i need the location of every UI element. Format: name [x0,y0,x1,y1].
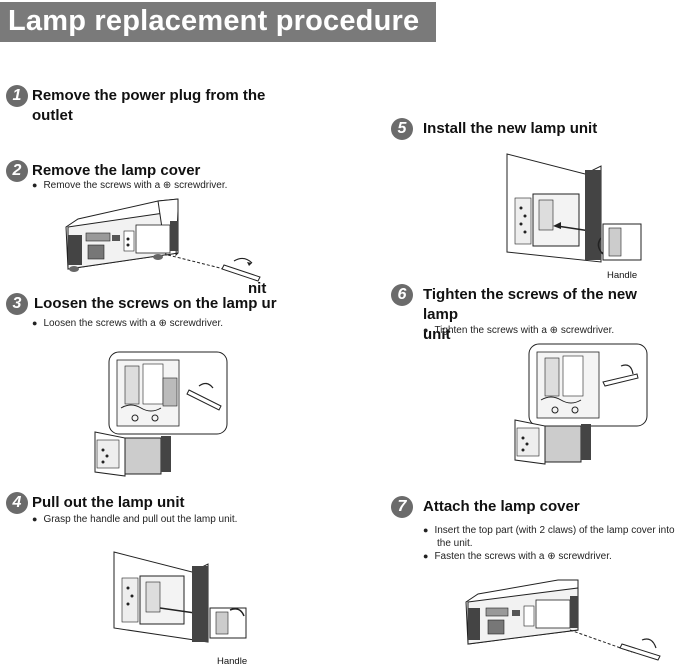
step-bullet: ●Fasten the screws with a ⊕ screwdriver. [423,551,612,562]
step-number-badge: 2 [6,160,28,182]
step-title: Install the new lamp unit [423,120,598,137]
step-number-badge: 4 [6,492,28,514]
step-bullet: ●Insert the top part (with 2 claws) of t… [423,525,675,536]
step-title-overflow-fragment: nit [248,280,267,297]
step-number-badge: 1 [6,85,28,107]
step-3: 3 Loosen the screws on the lamp ur ●Loos… [6,293,296,333]
step-title: Attach the lamp cover [423,498,580,515]
step-bullet: ●Remove the screws with a ⊕ screwdriver. [32,180,228,191]
step-title: Loosen the screws on the lamp ur [34,295,277,312]
handle-label: Handle [607,270,638,281]
step-5: 5 Install the new lamp unit [391,118,671,142]
projector-front-illustration [65,198,261,282]
pull-out-lamp-illustration [113,551,247,643]
step-title: Remove the lamp cover [32,162,201,179]
lamp-screw-illustration [94,351,228,477]
header-banner: Lamp replacement procedure [0,2,436,42]
step-number-badge: 3 [6,293,28,315]
step-bullet: ●Tighten the screws with a ⊕ screwdriver… [423,325,615,336]
page-title: Lamp replacement procedure [8,5,420,37]
step-bullet: ●Grasp the handle and pull out the lamp … [32,514,238,525]
step-7: 7 Attach the lamp cover ●Insert the top … [391,496,676,566]
tighten-screws-illustration [514,343,648,465]
step-title-line: Remove the power plug from the [32,87,266,104]
step-number-badge: 5 [391,118,413,140]
attach-cover-illustration [465,579,661,661]
step-1: 1 Remove the power plug from the outlet [6,85,306,129]
step-bullet-continuation: the unit. [437,538,473,549]
step-2: 2 Remove the lamp cover ●Remove the scre… [6,160,306,200]
step-title-line: outlet [32,107,73,124]
step-bullet: ●Loosen the screws with a ⊕ screwdriver. [32,318,223,329]
step-title: Pull out the lamp unit [32,494,185,511]
install-lamp-illustration [506,153,642,263]
step-number-badge: 7 [391,496,413,518]
step-number-badge: 6 [391,284,413,306]
handle-label: Handle [217,656,248,667]
step-title: Remove the power plug from the outlet [32,86,265,126]
step-4: 4 Pull out the lamp unit ●Grasp the hand… [6,492,296,532]
